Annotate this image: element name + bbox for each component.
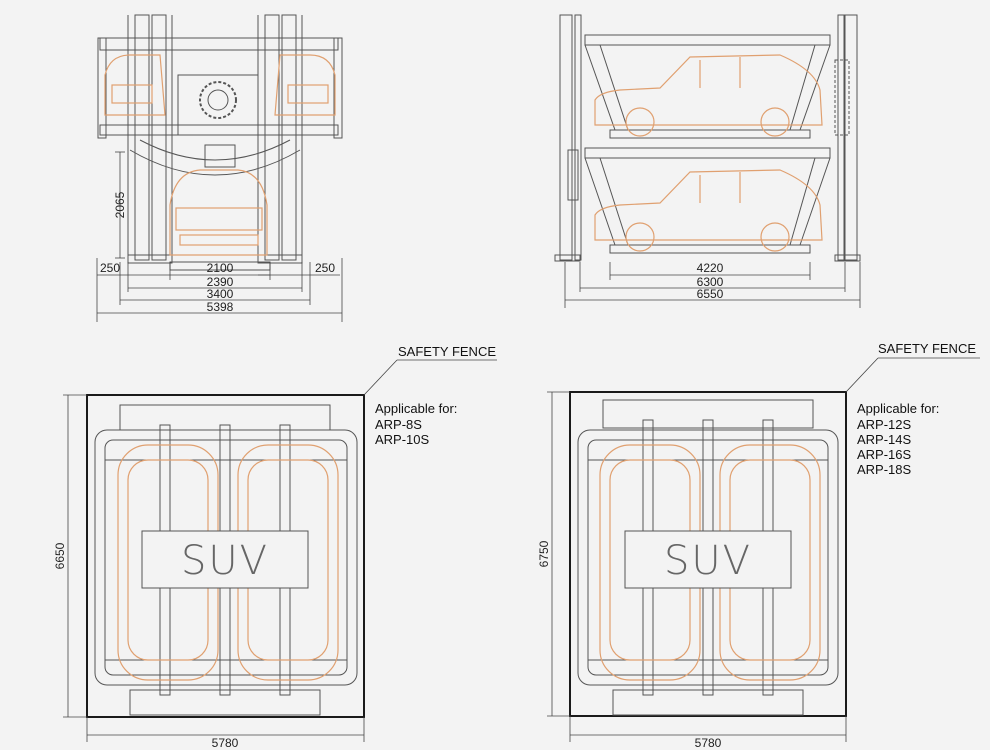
applicable-model: ARP-16S xyxy=(857,447,912,462)
applicable-model: ARP-10S xyxy=(375,432,430,447)
applicable-title: Applicable for: xyxy=(375,401,457,416)
applicable-model: ARP-12S xyxy=(857,417,912,432)
side-length-dimension: 4220 xyxy=(697,261,724,275)
vehicle-label-box xyxy=(141,530,309,589)
front-width-dimension: 2100 xyxy=(207,261,234,275)
vehicle-type-label: SUV xyxy=(181,538,269,584)
plan-view-left xyxy=(63,359,497,742)
plan-view-right xyxy=(547,357,980,742)
front-width-dimension: 3400 xyxy=(207,287,234,301)
safety-fence-label: SAFETY FENCE xyxy=(878,341,976,356)
side-length-dimension: 6550 xyxy=(697,287,724,301)
safety-fence-label: SAFETY FENCE xyxy=(398,344,496,359)
plan-depth-dimension: 6650 xyxy=(53,542,67,569)
front-width-dimension: 5398 xyxy=(207,300,234,314)
plan-width-dimension: 5780 xyxy=(695,736,722,750)
side-length-dimension: 6300 xyxy=(697,275,724,289)
vehicle-type-label: SUV xyxy=(664,538,752,584)
safety-fence-outline xyxy=(86,394,365,718)
front-right-offset-dimension: 250 xyxy=(315,261,335,275)
front-elevation-view xyxy=(97,14,343,271)
plan-depth-dimension: 6750 xyxy=(537,540,551,567)
vehicle-label-box xyxy=(624,530,792,589)
applicable-model: ARP-18S xyxy=(857,462,912,477)
front-width-dimension: 2390 xyxy=(207,275,234,289)
side-view-cars xyxy=(594,54,823,252)
plan-width-dimension: 5780 xyxy=(212,736,239,750)
applicable-model: ARP-14S xyxy=(857,432,912,447)
front-view-cars xyxy=(104,54,336,256)
safety-fence-outline xyxy=(569,391,847,717)
front-left-offset-dimension: 250 xyxy=(100,261,120,275)
side-view-dimensions xyxy=(564,262,861,308)
applicable-title: Applicable for: xyxy=(857,401,939,416)
front-height-dimension: 2065 xyxy=(113,191,127,218)
side-elevation-view xyxy=(554,14,861,262)
front-view-dimensions xyxy=(96,151,343,322)
applicable-model: ARP-8S xyxy=(375,417,422,432)
